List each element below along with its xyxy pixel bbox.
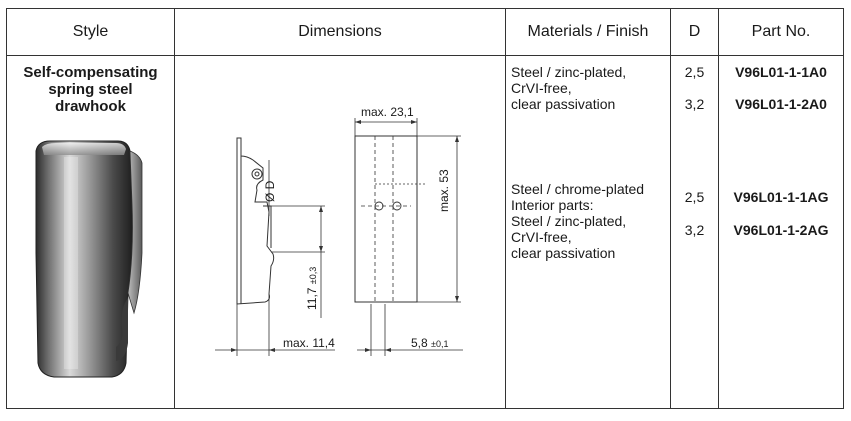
dim-thickness: 5,8 ±0,1 [411, 336, 448, 350]
material-line: clear passivation [511, 96, 616, 112]
part-number: V96L01-1-1AG [733, 189, 829, 205]
header-dimensions: Dimensions [174, 8, 506, 56]
material-line: Interior parts: [511, 197, 594, 213]
header-row: Style Dimensions Materials / Finish D Pa… [6, 8, 844, 56]
d-cell: 2,5 3,2 2,5 3,2 [670, 55, 719, 409]
part-number: V96L01-1-2A0 [735, 96, 827, 112]
d-value: 2,5 [684, 64, 705, 80]
material-line: clear passivation [511, 245, 616, 261]
dimension-drawing: max. 23,1 max. 53 Ø D 11,7 ±0,3 max. 11,… [175, 56, 505, 408]
dim-height: max. 53 [437, 169, 451, 212]
header-style: Style [6, 8, 175, 56]
technical-drawing [215, 118, 463, 356]
dim-hook-height-value: 11,7 [305, 287, 319, 310]
materials-group-2: Steel / chrome-plated Interior parts: St… [506, 181, 670, 261]
style-title-line: spring steel [48, 81, 133, 98]
material-line: CrVI-free, [511, 80, 572, 96]
header-d: D [670, 8, 719, 56]
dimensions-cell: max. 23,1 max. 53 Ø D 11,7 ±0,3 max. 11,… [174, 55, 506, 409]
dim-thickness-value: 5,8 [411, 336, 428, 350]
material-line: Steel / zinc-plated, [511, 64, 627, 80]
material-line: Steel / chrome-plated [511, 181, 645, 197]
dim-hook-height: 11,7 ±0,3 [305, 267, 319, 310]
part-number: V96L01-1-1A0 [735, 64, 827, 80]
header-materials: Materials / Finish [505, 8, 671, 56]
drawhook-image [35, 140, 142, 378]
materials-group-1: Steel / zinc-plated, CrVI-free, clear pa… [506, 56, 670, 112]
part-values: V96L01-1-1A0 V96L01-1-2A0 V96L01-1-1AG V… [719, 56, 843, 408]
dim-thickness-tolerance: ±0,1 [431, 339, 449, 349]
drawhook-photo [16, 133, 166, 383]
d-values: 2,5 3,2 2,5 3,2 [671, 56, 718, 408]
dim-width-top: max. 23,1 [361, 105, 414, 119]
style-title: Self-compensating spring steel drawhook [7, 64, 174, 115]
dim-diameter: Ø D [263, 180, 277, 202]
table-row: Self-compensating spring steel drawhook [6, 55, 844, 409]
style-cell: Self-compensating spring steel drawhook [6, 55, 175, 409]
d-value: 3,2 [684, 222, 705, 238]
dim-hook-height-tolerance: ±0,3 [308, 266, 318, 285]
material-line: Steel / zinc-plated, [511, 213, 627, 229]
header-part-no: Part No. [718, 8, 844, 56]
materials-cell: Steel / zinc-plated, CrVI-free, clear pa… [505, 55, 671, 409]
material-line: CrVI-free, [511, 229, 572, 245]
style-title-line: Self-compensating [23, 64, 158, 81]
dim-depth: max. 11,4 [283, 336, 335, 350]
part-cell: V96L01-1-1A0 V96L01-1-2A0 V96L01-1-1AG V… [718, 55, 844, 409]
part-number: V96L01-1-2AG [733, 222, 829, 238]
d-value: 3,2 [684, 96, 705, 112]
spec-table: Style Dimensions Materials / Finish D Pa… [6, 8, 844, 409]
style-title-line: drawhook [55, 98, 126, 115]
d-value: 2,5 [684, 189, 705, 205]
